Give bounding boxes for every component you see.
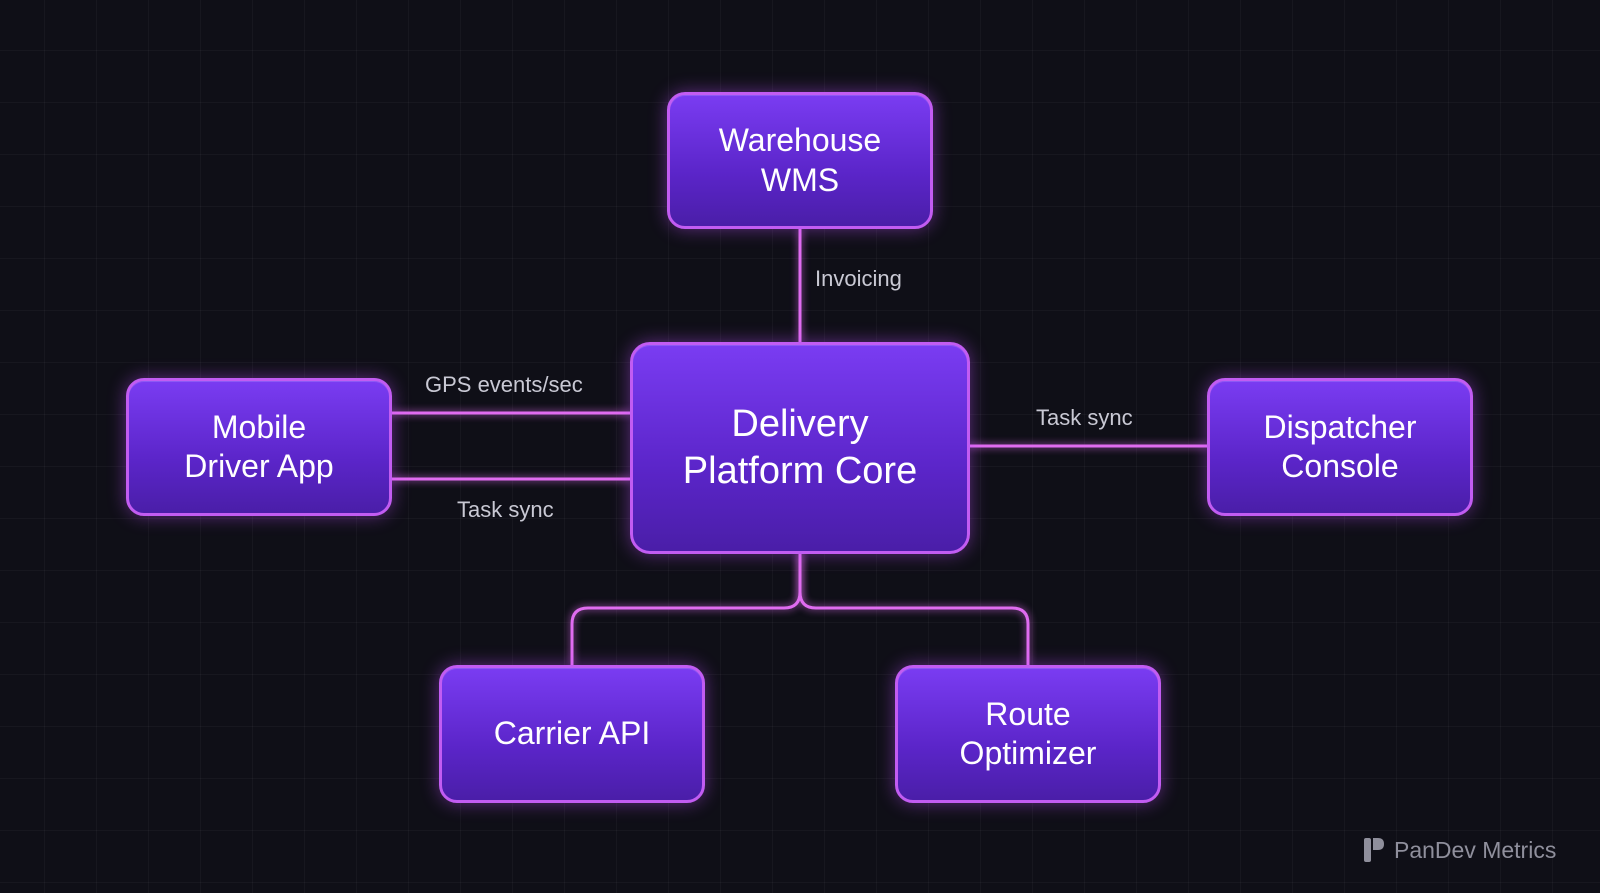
edge-label-gps-events: GPS events/sec xyxy=(425,372,583,397)
pandev-logo-icon xyxy=(1362,836,1386,864)
node-carrier-api[interactable]: Carrier API xyxy=(439,665,705,803)
node-warehouse-wms[interactable]: Warehouse WMS xyxy=(667,92,933,229)
node-route-optimizer[interactable]: Route Optimizer xyxy=(895,665,1161,803)
node-delivery-platform-core[interactable]: Delivery Platform Core xyxy=(630,342,970,554)
edge-core-carrier xyxy=(570,553,802,665)
node-mobile-driver-app[interactable]: Mobile Driver App xyxy=(126,378,392,516)
edge-label-task-sync-mobile: Task sync xyxy=(457,497,554,522)
brand-watermark: PanDev Metrics xyxy=(1362,836,1556,864)
node-dispatcher-console[interactable]: Dispatcher Console xyxy=(1207,378,1473,516)
edge-label-task-sync-dispatcher: Task sync xyxy=(1036,405,1133,430)
edge-label-invoicing: Invoicing xyxy=(815,266,902,291)
brand-text: PanDev Metrics xyxy=(1394,836,1557,863)
edge-core-route xyxy=(798,553,1030,665)
